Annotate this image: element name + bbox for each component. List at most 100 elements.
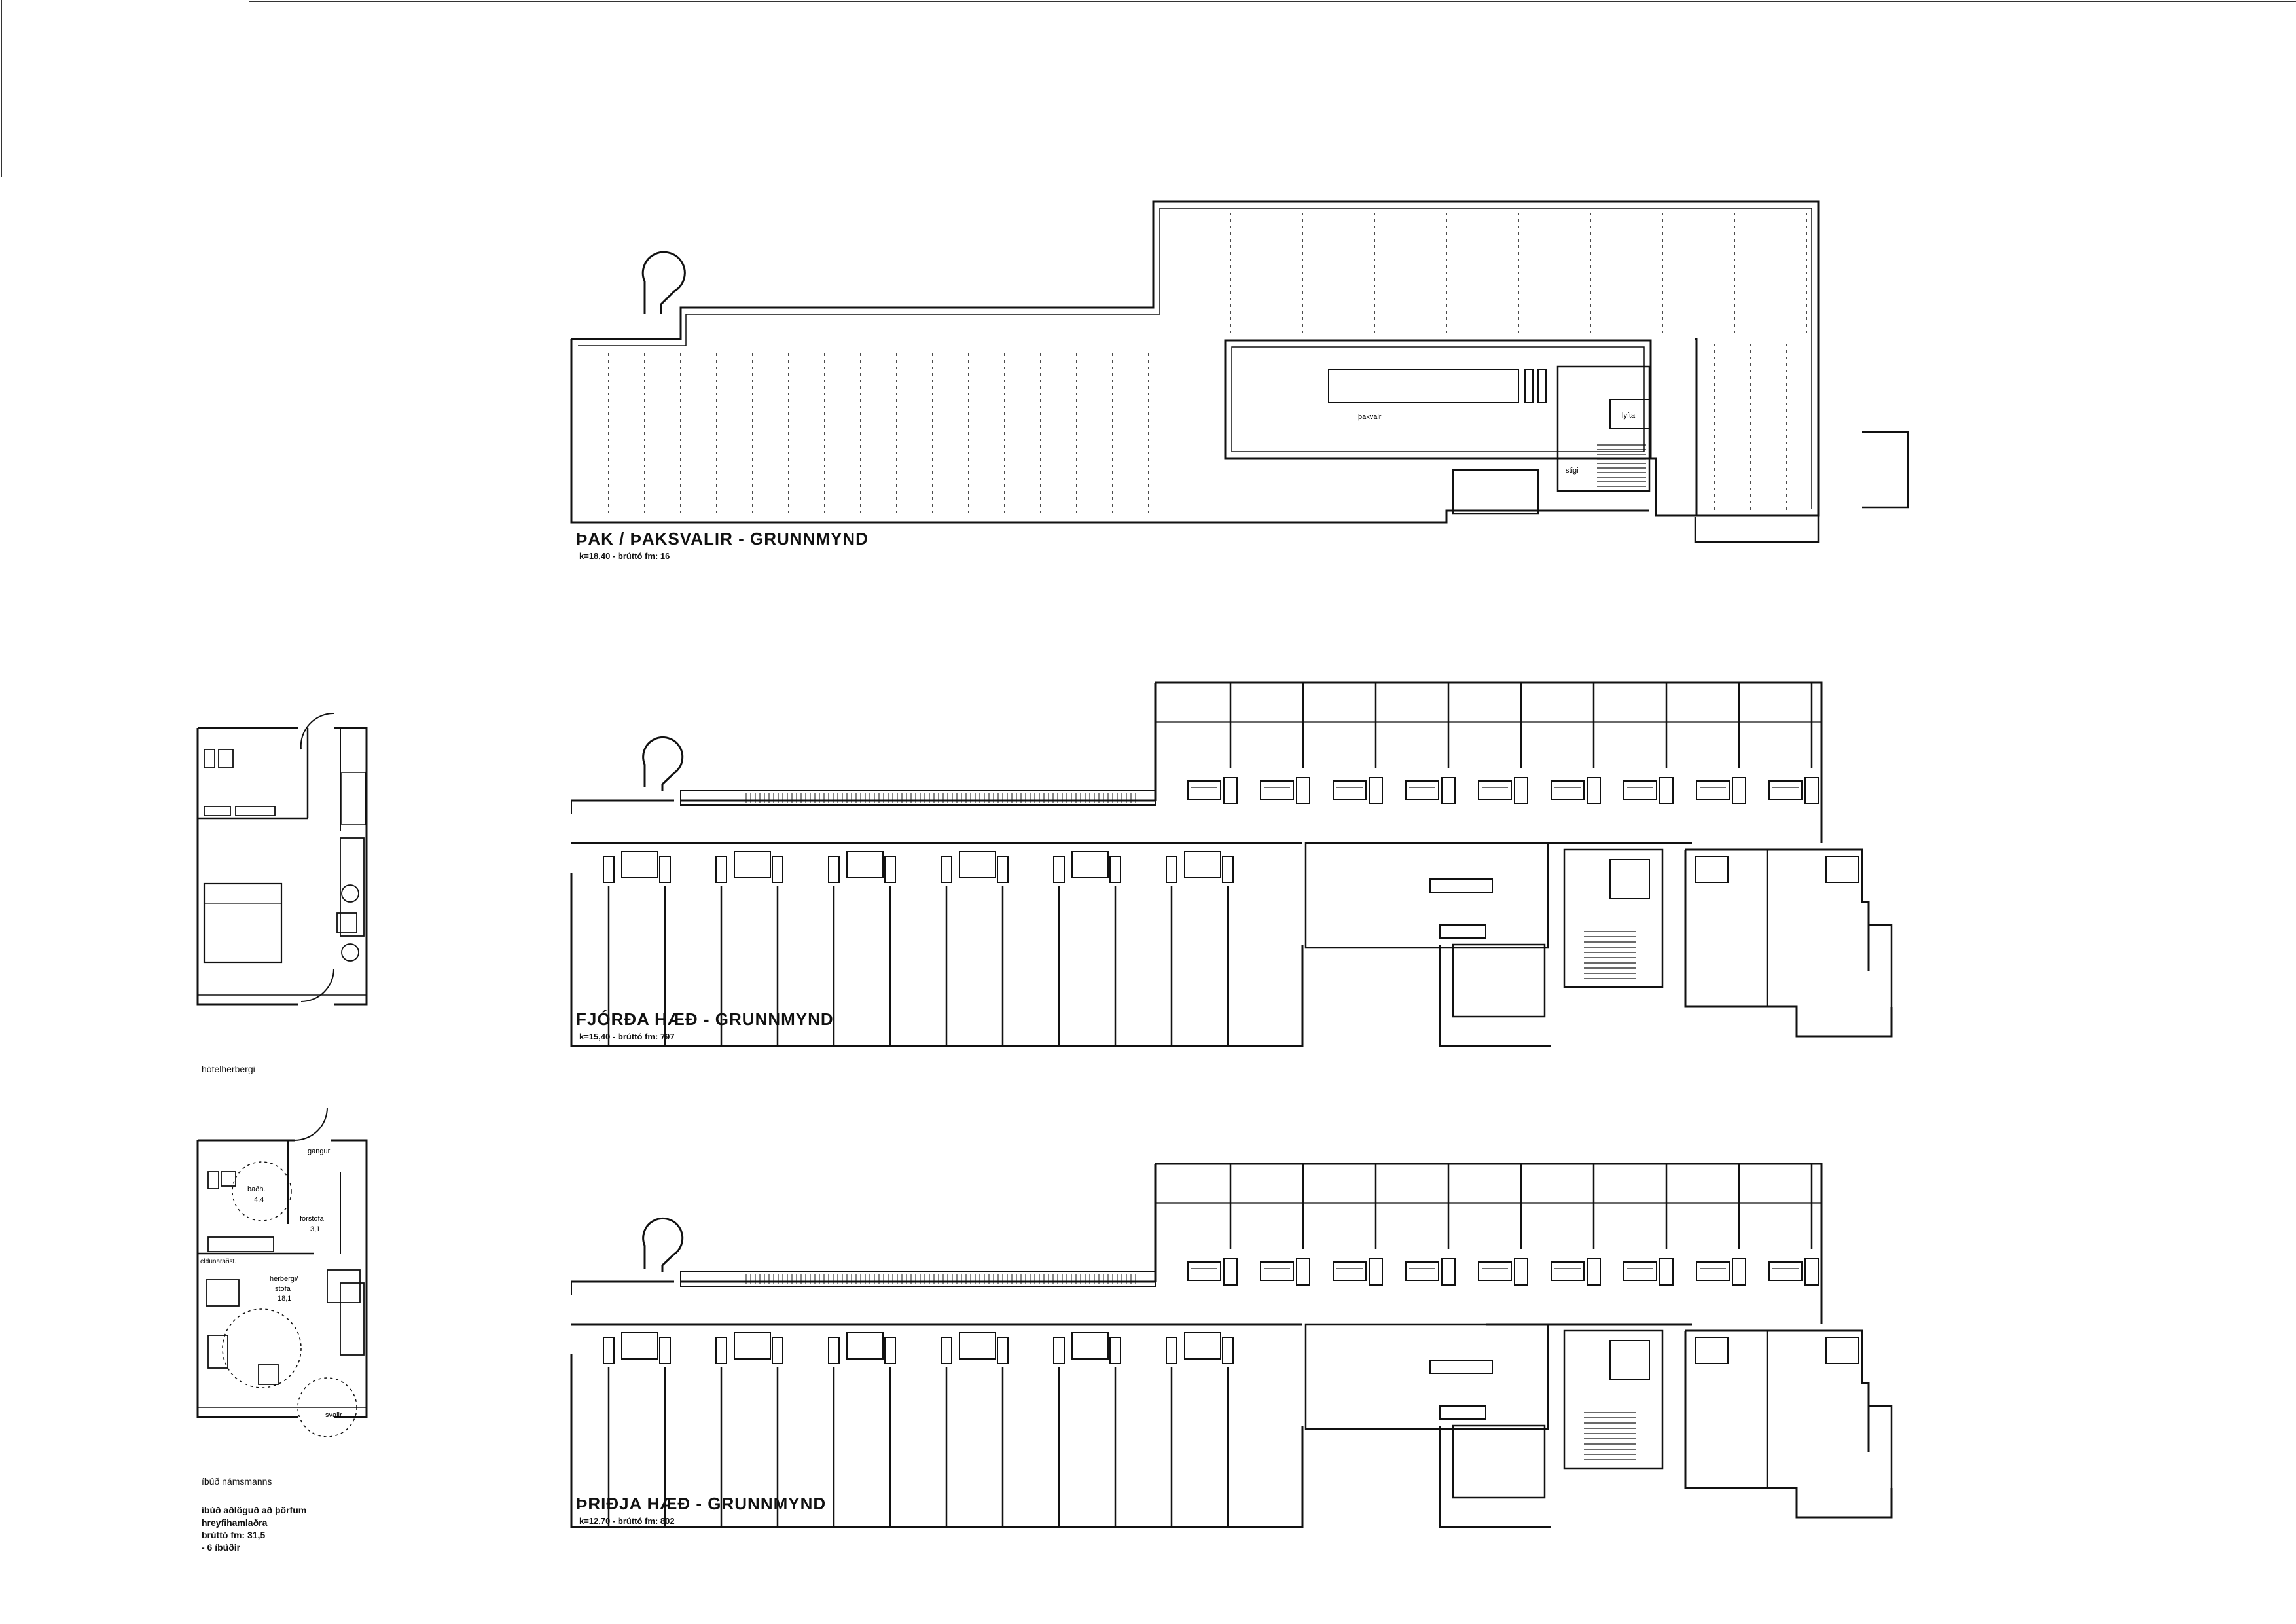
third-north-wall-pier [1441, 1258, 1456, 1286]
fourth-north-wall-pier [1514, 777, 1528, 804]
third-south-bath-unit [1071, 1332, 1109, 1360]
fourth-north-bath-unit [1696, 780, 1730, 800]
third-north-bath-unit [1551, 1261, 1585, 1281]
hotel-room-bed [203, 882, 283, 964]
fourth-north-bath-unit [1405, 780, 1439, 800]
fourth-east-bath-unit [1695, 856, 1729, 883]
fourth-balcony-rails [745, 793, 1136, 803]
student-apt-caption: íbúð námsmanns [202, 1476, 272, 1487]
fourth-north-bath-unit [1187, 780, 1221, 800]
fourth-south-bath-unit [1071, 851, 1109, 878]
third-north-wall-pier [1369, 1258, 1383, 1286]
fourth-south-bath-unit [846, 851, 884, 878]
third-south-wall [570, 1354, 1551, 1528]
student-apt-note-1: íbúð aðlöguð að þörfum [202, 1505, 307, 1515]
third-north-bath-unit [1260, 1261, 1294, 1281]
fourth-north-wall-pier [1296, 777, 1310, 804]
fourth-south-wall [570, 873, 1551, 1047]
student-apt-bath-label: baðh. [247, 1185, 266, 1193]
student-apartment-detail [196, 1107, 368, 1437]
student-apt-living-label-2: stofa [275, 1285, 291, 1293]
roof-stair-treads [1597, 444, 1646, 487]
third-south-bath-unit [621, 1332, 658, 1360]
student-apt-basin [221, 1171, 236, 1187]
third-floor-title: ÞRIÐJA HÆÐ - GRUNNMYND [576, 1494, 827, 1513]
third-stair-core [1563, 1329, 1664, 1470]
fourth-north-wall-pier [1732, 777, 1746, 804]
third-north-wall-pier [1804, 1258, 1819, 1286]
third-north-bath-unit [1696, 1261, 1730, 1281]
fourth-south-wall-pier [997, 856, 1009, 883]
third-north-wall-pier [1223, 1258, 1238, 1286]
third-south-wall-pier [997, 1337, 1009, 1364]
fourth-floor-title: FJÓRÐA HÆÐ - GRUNNMYND [576, 1009, 834, 1029]
third-east-bath-unit [1695, 1337, 1729, 1364]
third-balcony-rails [745, 1274, 1136, 1284]
hotel-room-closet [341, 772, 366, 825]
student-apt-balcony-label: svalir [325, 1411, 342, 1419]
student-apt-table [206, 1279, 240, 1307]
fourth-east-balcony [1869, 924, 1893, 1010]
roof-east-step [1862, 431, 1909, 509]
hotel-room-toilet [204, 749, 215, 768]
fourth-east-block [1684, 848, 1893, 1038]
student-apt-kitchen [207, 1236, 274, 1252]
fourth-north-bath-unit [1768, 780, 1803, 800]
third-north-bath-unit [1333, 1261, 1367, 1281]
roof-skylight-3 [1537, 369, 1547, 403]
fourth-balcony-strip [680, 790, 1156, 806]
roof-spiral-stair [641, 251, 686, 314]
student-apt-note-3: brúttó fm: 31,5 [202, 1530, 266, 1540]
third-south-bath-unit [846, 1332, 884, 1360]
hotel-room-counter [235, 806, 276, 816]
third-balcony-strip [680, 1271, 1156, 1287]
third-east-block [1684, 1329, 1893, 1519]
fourth-south-wall-pier [1053, 856, 1065, 883]
fourth-south-wall-pier [1166, 856, 1177, 883]
fourth-hall-bench [1439, 924, 1486, 939]
third-south-wall-pier [603, 1337, 615, 1364]
student-apt-hall-label: forstofa [300, 1215, 325, 1223]
roof-plan [570, 200, 1909, 543]
hotel-room-door-swing [300, 712, 334, 750]
third-south-wall-pier [941, 1337, 952, 1364]
fourth-north-bath-unit [1551, 780, 1585, 800]
hotel-room-walls [196, 727, 368, 1006]
fourth-south-wall-pier [884, 856, 896, 883]
fourth-south-bath-unit [959, 851, 996, 878]
fourth-stair-core [1563, 848, 1664, 988]
student-apt-toilet [207, 1171, 219, 1189]
fourth-spiral-stair [642, 736, 684, 791]
hotel-room-basin [218, 749, 234, 768]
hotel-room-shower [204, 806, 231, 816]
roof-window-label: þakvalr [1358, 413, 1382, 421]
fourth-east-bath-unit-2 [1825, 856, 1859, 883]
third-hall-bench [1439, 1405, 1486, 1420]
roof-skylight [1328, 369, 1519, 403]
fourth-south-wall-pier [603, 856, 615, 883]
fourth-floor-plan [570, 681, 1893, 1047]
roof-annex-front [1452, 469, 1539, 515]
roof-dashed-grid [608, 213, 1807, 517]
fourth-south-wall-pier [772, 856, 783, 883]
student-apt-living-area: 18,1 [278, 1295, 291, 1303]
student-apt-sofa [340, 1282, 365, 1356]
third-south-wall-pier [715, 1337, 727, 1364]
third-north-bath-unit [1405, 1261, 1439, 1281]
third-south-bath-unit [959, 1332, 996, 1360]
third-north-bath-unit [1187, 1261, 1221, 1281]
third-south-wall-pier [1109, 1337, 1121, 1364]
third-south-bath-unit [734, 1332, 771, 1360]
student-apt-balcony-turning-circle [297, 1377, 357, 1437]
fourth-north-bath-unit [1478, 780, 1512, 800]
third-spiral-stair [642, 1217, 684, 1272]
student-apt-note-4: - 6 íbúðir [202, 1542, 241, 1553]
student-apt-corridor-label: gangur [308, 1147, 331, 1155]
student-apt-living-label: herbergi/ [270, 1275, 298, 1283]
third-lift-shaft [1609, 1340, 1650, 1380]
hotel-room-table [336, 912, 357, 933]
third-floor-plan [570, 1163, 1893, 1528]
fourth-south-bath-unit [1184, 851, 1221, 878]
fourth-lift-shaft [1609, 859, 1650, 899]
